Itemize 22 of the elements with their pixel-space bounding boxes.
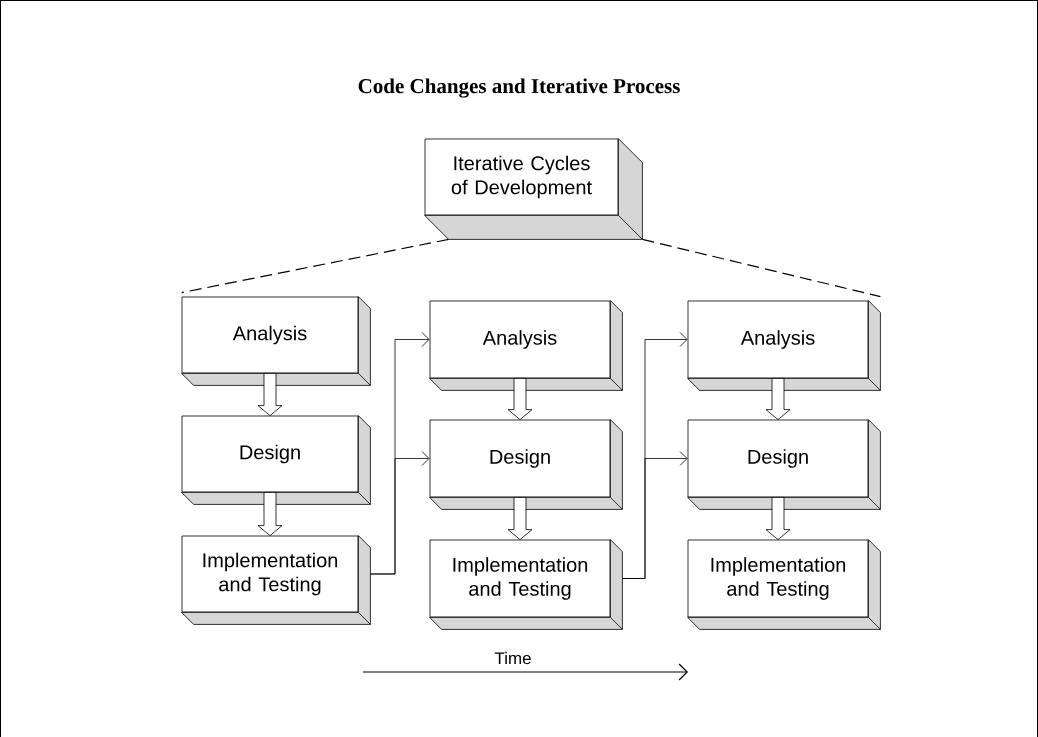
box: Design bbox=[429, 419, 623, 510]
dashed-line bbox=[181, 238, 450, 294]
block-arrow bbox=[765, 497, 791, 540]
block-arrow bbox=[507, 378, 533, 420]
box: Iterative Cycles of Development bbox=[424, 138, 643, 240]
box: Implementation and Testing bbox=[429, 539, 623, 630]
dashed-line bbox=[641, 238, 881, 298]
box: Analysis bbox=[687, 300, 881, 391]
axis-label: Time bbox=[494, 651, 531, 665]
box: Design bbox=[181, 415, 371, 505]
box: Implementation and Testing bbox=[181, 535, 371, 625]
box: Implementation and Testing bbox=[687, 539, 881, 630]
connector-arrow bbox=[622, 451, 688, 579]
box: Analysis bbox=[181, 296, 371, 386]
box: Analysis bbox=[429, 300, 623, 391]
block-arrow bbox=[507, 497, 533, 540]
block-arrow bbox=[765, 378, 791, 420]
block-arrow bbox=[257, 373, 283, 416]
block-arrow bbox=[257, 492, 283, 536]
title: Code Changes and Iterative Process bbox=[358, 78, 680, 98]
connector-arrow bbox=[370, 451, 430, 575]
box: Design bbox=[687, 419, 881, 510]
